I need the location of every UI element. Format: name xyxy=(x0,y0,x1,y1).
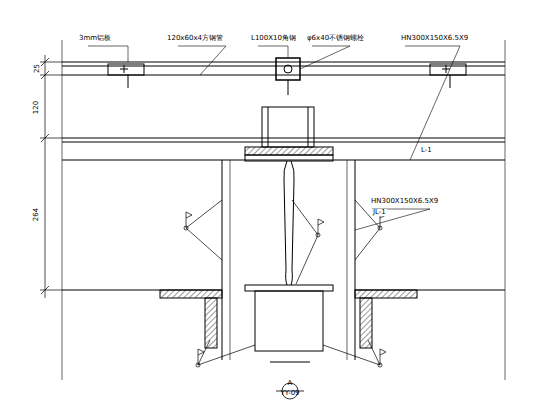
member-mark: JL-1 xyxy=(372,209,387,216)
weld-symbols xyxy=(184,200,386,367)
dimension-value: 264 xyxy=(34,206,41,221)
part-note: L100X10角钢 xyxy=(250,35,297,42)
member-mark: L-1 xyxy=(420,147,433,154)
sheet-number: YY-09 xyxy=(279,390,300,397)
dimension-value: 25 xyxy=(33,63,40,74)
member-size: HN300X150X6.5X9 xyxy=(400,35,469,42)
angle-connector xyxy=(262,58,314,147)
member-size: HN300X150X6.5X9 xyxy=(370,198,439,205)
dimension-line xyxy=(40,55,62,298)
angle-stiffeners xyxy=(160,290,417,348)
part-note: φ6x40不锈钢螺栓 xyxy=(306,35,365,42)
dimension-value: 120 xyxy=(34,99,41,114)
bolt-clips xyxy=(108,64,466,88)
section-number: A xyxy=(287,380,294,387)
main-beam xyxy=(222,147,355,362)
leader-lines xyxy=(88,46,460,230)
part-note: 120x60x4方钢管 xyxy=(166,35,224,42)
cladding-panel xyxy=(62,40,505,380)
part-note: 3mm铝板 xyxy=(78,35,112,42)
